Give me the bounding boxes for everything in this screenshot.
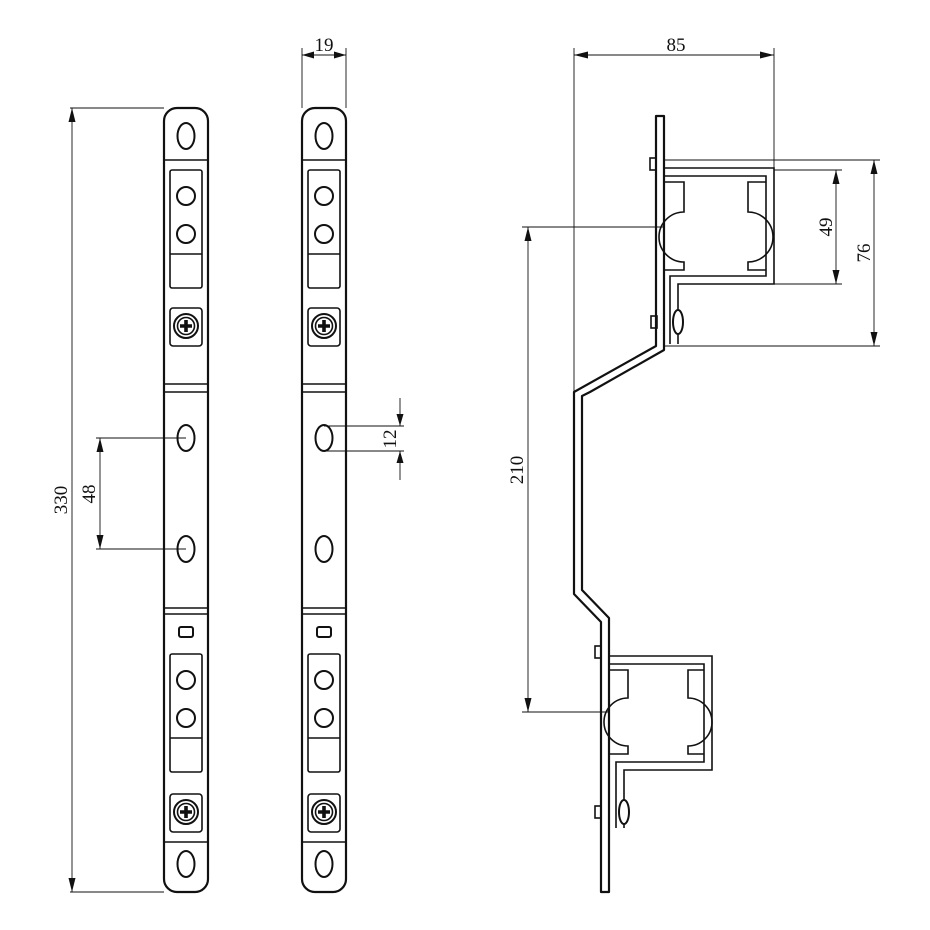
dim-label-330: 330 [51,486,72,515]
dimension-330: 330 [51,107,164,893]
dimension-49: 49 [774,169,842,285]
side-profile [572,114,775,894]
dim-label-48: 48 [79,485,100,504]
dim-label-85: 85 [667,35,686,56]
rear-view-bar [300,106,348,894]
dim-label-12: 12 [380,430,401,449]
dimension-85: 85 [573,35,775,392]
bar-outline [162,106,210,894]
square-hole [178,626,194,638]
profile-strip [572,114,666,894]
bottom-mount-slot [176,850,196,878]
bar-outline [300,106,348,894]
lower-clamp-bracket [609,655,713,828]
dimension-12: 12 [324,398,404,480]
dimension-48: 48 [79,437,186,550]
lower-bolt-head [618,799,630,825]
dimension-19: 19 [301,35,347,108]
top-mount-slot [176,122,196,150]
dim-label-49: 49 [816,218,837,237]
dim-label-76: 76 [854,244,875,263]
upper-bolt-head [672,309,684,335]
dim-label-19: 19 [315,35,334,56]
front-view-bar [162,106,210,894]
dimension-210: 210 [507,226,664,713]
dim-label-210: 210 [507,456,528,485]
dimension-76: 76 [664,159,880,347]
